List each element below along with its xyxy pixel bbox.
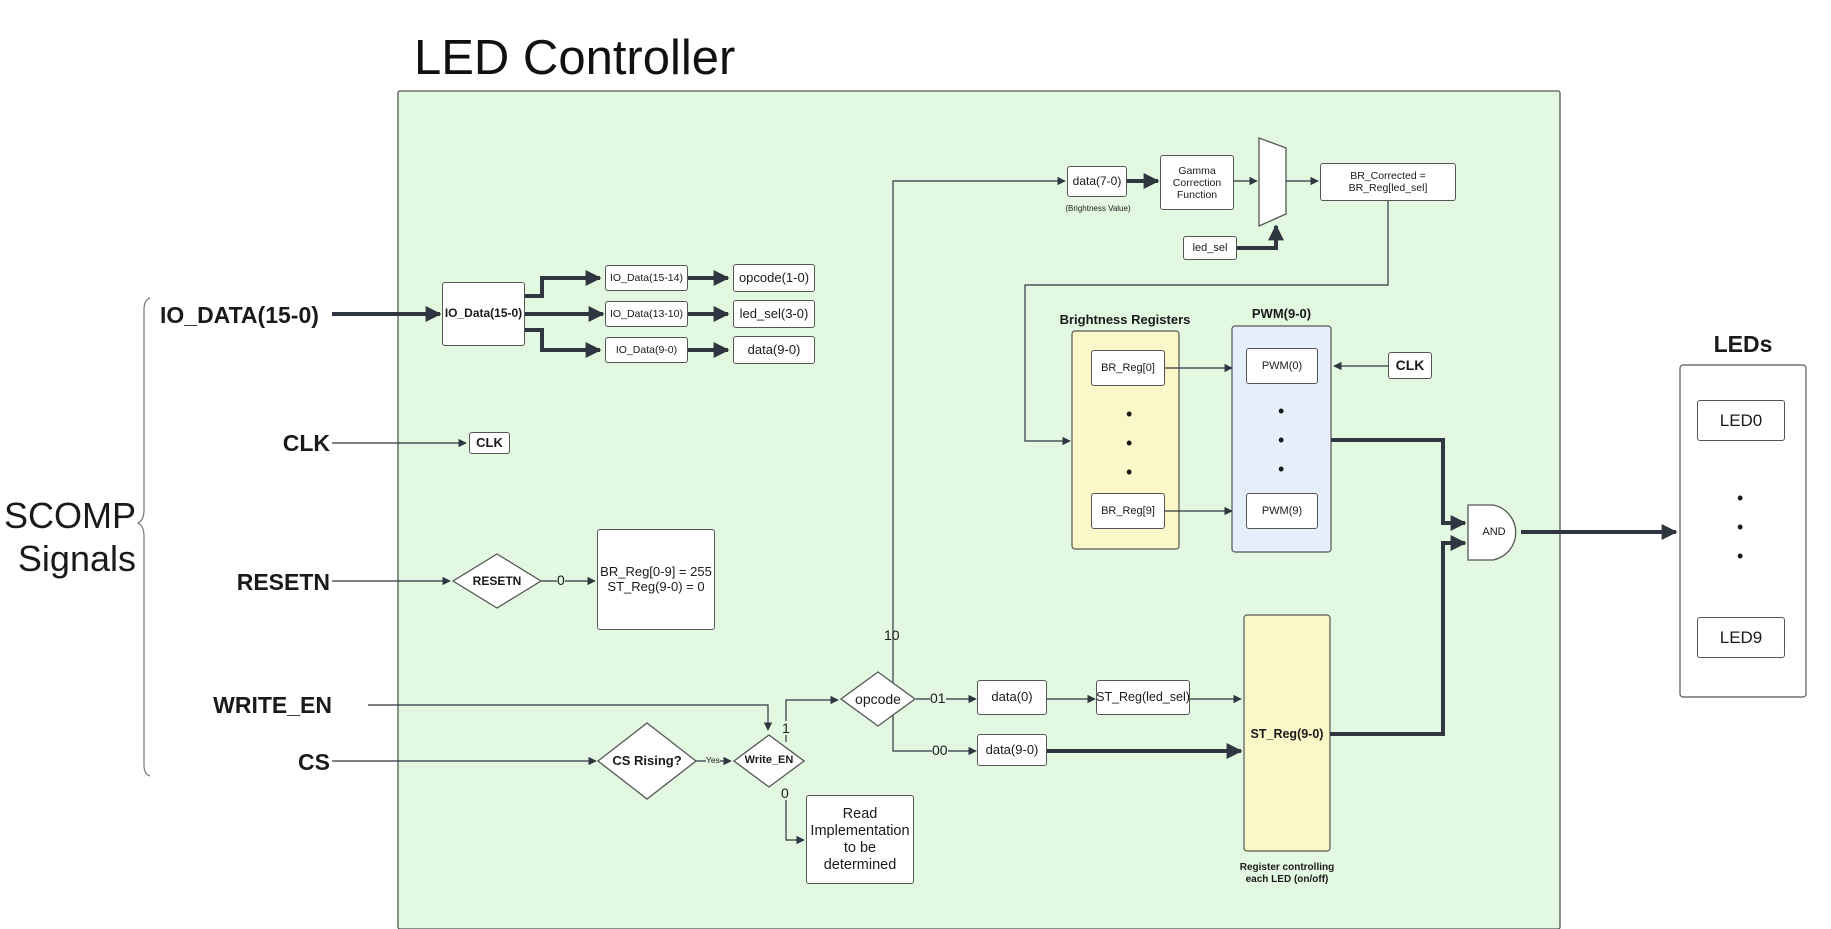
signal-io-data: IO_DATA(15-0) xyxy=(160,302,319,328)
br-corrected-line2: BR_Reg[led_sel] xyxy=(1348,182,1428,194)
read-implementation-box: Read Implementation to be determined xyxy=(806,795,914,884)
gamma-line2: Correction xyxy=(1172,176,1222,189)
st-reg-caption-line2: each LED (on/off) xyxy=(1245,874,1329,885)
cs-rising-label: CS Rising? xyxy=(612,753,682,768)
brightness-registers-title: Brightness Registers xyxy=(1059,312,1191,327)
signal-cs: CS xyxy=(298,749,330,775)
br-corrected-line1: BR_Corrected = xyxy=(1350,170,1426,182)
data-output: data(9-0) xyxy=(733,336,815,364)
field-io-data-15-14: IO_Data(15-14) xyxy=(605,265,688,291)
brightness-value-note: (Brightness Value) xyxy=(1065,204,1131,213)
signal-resetn: RESETN xyxy=(236,569,330,595)
write-en-diamond: Write_EN xyxy=(732,734,806,788)
led-last: LED9 xyxy=(1697,617,1785,658)
led-ellipsis: ••• xyxy=(1737,488,1744,566)
st-reg-label: ST_Reg(9-0) xyxy=(1250,727,1324,741)
scomp-group-label: SCOMP Signals xyxy=(0,494,136,580)
leds-title: LEDs xyxy=(1713,331,1773,357)
clk-box: CLK xyxy=(469,432,510,454)
read-line1: Read xyxy=(842,805,878,822)
st-reg-caption: Register controlling each LED (on/off) xyxy=(1222,862,1352,886)
field-io-data-9-0: IO_Data(9-0) xyxy=(605,337,688,363)
led-sel-output: led_sel(3-0) xyxy=(733,300,815,328)
pwm-first: PWM(0) xyxy=(1246,348,1318,384)
signal-write-en: WRITE_EN xyxy=(213,692,332,718)
field-io-data-13-10: IO_Data(13-10) xyxy=(605,301,688,327)
pwm-clk-box: CLK xyxy=(1388,352,1432,379)
opcode-00-label: 00 xyxy=(932,742,948,758)
opcode-diamond-label: opcode xyxy=(855,691,901,707)
read-line4: determined xyxy=(823,856,897,873)
gamma-function-box: Gamma Correction Function xyxy=(1160,155,1234,210)
reset-action-box: BR_Reg[0-9] = 255 ST_Reg(9-0) = 0 xyxy=(597,529,715,630)
and-gate-label: AND xyxy=(1482,526,1506,538)
resetn-diamond-label: RESETN xyxy=(472,574,522,588)
read-line2: Implementation xyxy=(810,822,910,839)
gamma-line3: Function xyxy=(1176,188,1218,201)
io-data-box: IO_Data(15-0) xyxy=(442,282,525,346)
signal-clk: CLK xyxy=(282,430,330,456)
read-line3: to be xyxy=(843,839,877,856)
opcode-output: opcode(1-0) xyxy=(733,264,815,292)
and-gate-shape xyxy=(1467,504,1517,561)
scomp-brace xyxy=(136,297,151,777)
reset-action-line2: ST_Reg(9-0) = 0 xyxy=(607,578,705,594)
st-reg-led-sel-box: ST_Reg(led_sel) xyxy=(1096,680,1190,715)
resetn-diamond: RESETN xyxy=(451,553,543,609)
st-reg-caption-line1: Register controlling xyxy=(1239,862,1335,873)
reset-action-line1: BR_Reg[0-9] = 255 xyxy=(600,563,712,579)
diagram-title: LED Controller xyxy=(414,31,736,85)
mux-shape xyxy=(1258,137,1287,228)
write-en-diamond-label: Write_EN xyxy=(744,754,794,766)
data9-0-box: data(9-0) xyxy=(977,734,1047,766)
write-en-one-label: 1 xyxy=(782,720,790,736)
cs-rising-diamond: CS Rising? xyxy=(596,722,698,800)
pwm-ellipsis: ••• xyxy=(1278,401,1285,479)
br-reg-last: BR_Reg[9] xyxy=(1091,493,1165,529)
opcode-diamond: opcode xyxy=(839,671,917,727)
leds-panel xyxy=(1679,364,1807,698)
data0-box: data(0) xyxy=(977,680,1047,715)
br-reg-first: BR_Reg[0] xyxy=(1091,350,1165,386)
data7-0-box: data(7-0) xyxy=(1067,166,1127,197)
opcode-01-label: 01 xyxy=(930,690,946,706)
write-en-zero-label: 0 xyxy=(781,785,789,801)
yes-label: Yes xyxy=(706,755,720,765)
gamma-line1: Gamma xyxy=(1178,164,1216,177)
pwm-title: PWM(9-0) xyxy=(1251,306,1312,321)
scomp-label-line1: SCOMP xyxy=(3,495,136,536)
resetn-zero-label: 0 xyxy=(557,572,565,588)
controller-region xyxy=(397,90,1561,929)
br-reg-ellipsis: ••• xyxy=(1126,404,1133,482)
led-first: LED0 xyxy=(1697,400,1785,441)
opcode-10-label: 10 xyxy=(884,627,900,643)
br-corrected-box: BR_Corrected = BR_Reg[led_sel] xyxy=(1320,163,1456,201)
pwm-last: PWM(9) xyxy=(1246,493,1318,529)
scomp-label-line2: Signals xyxy=(17,538,136,579)
led-sel-mux-input: led_sel xyxy=(1183,236,1237,260)
